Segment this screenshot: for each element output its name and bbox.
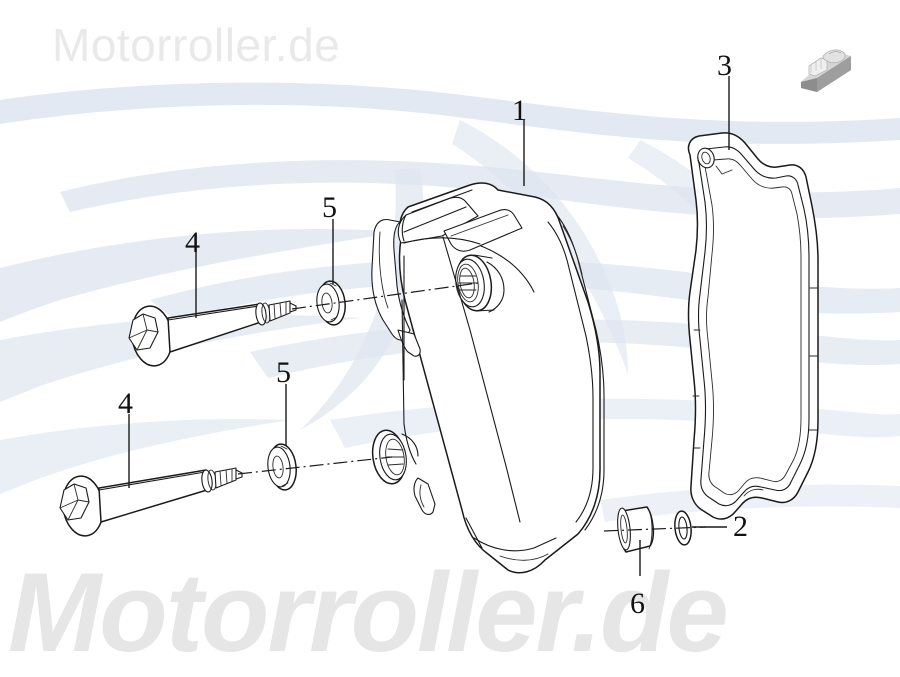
part-flange-bolt-upper: [128, 300, 297, 367]
callout-leader-lines: [128, 76, 730, 576]
assembly-centerlines: [237, 282, 707, 532]
centerline-upper: [291, 282, 479, 310]
valve-cover-upper-boss: [455, 254, 505, 313]
centerline-bushing: [603, 526, 707, 532]
watermark-bottom: Motorroller.de: [8, 550, 729, 675]
callout-label-5-lower: 5: [276, 356, 291, 389]
callout-label-4-upper: 4: [185, 226, 200, 259]
gasket-eyelet: [697, 147, 715, 169]
callout-label-4-lower: 4: [118, 387, 133, 420]
part-valve-cover-gasket: [687, 132, 819, 520]
part-washer-lower: [267, 443, 297, 491]
part-washer-upper: [316, 280, 346, 326]
callout-label-5-upper: 5: [322, 191, 337, 224]
part-3d-preview-thumbnail: [801, 49, 851, 92]
callout-label-1: 1: [512, 94, 527, 127]
part-valve-cover: [371, 182, 605, 574]
callout-label-2: 2: [733, 510, 748, 543]
part-flange-bolt-lower: [59, 467, 243, 537]
callout-label-6: 6: [630, 587, 645, 620]
watermark-top: Motorroller.de: [52, 19, 341, 71]
valve-cover-lower-boss: [371, 429, 419, 485]
centerline-lower: [237, 456, 393, 475]
callout-label-3: 3: [717, 49, 732, 82]
